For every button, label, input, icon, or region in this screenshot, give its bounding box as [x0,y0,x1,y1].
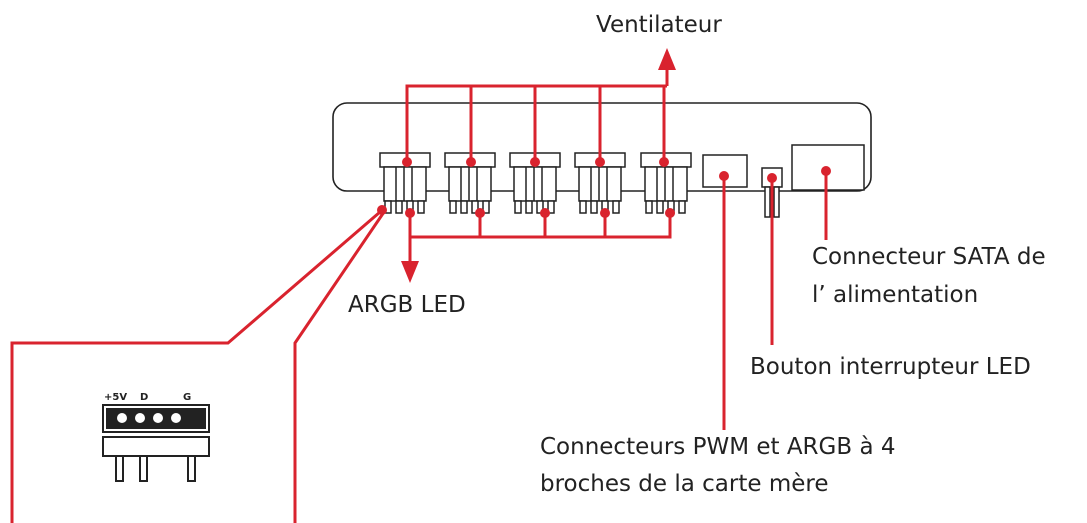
label-argb-led: ARGB LED [348,292,466,318]
argb-connector-4 [574,152,626,214]
argb-wiring [408,213,672,265]
pin-label-ground: G [183,392,191,403]
pinout-callout [10,210,386,523]
label-pwm-line2: broches de la carte mère [540,471,829,497]
label-sata-line2: l’ alimentation [812,282,979,308]
argb-connector-1 [379,152,431,214]
label-led-button: Bouton interrupteur LED [750,354,1031,380]
argb-arrow-icon [401,261,419,283]
label-sata-line1: Connecteur SATA de [812,244,1046,270]
label-fan: Ventilateur [596,12,722,38]
label-pwm-line1: Connecteurs PWM et ARGB à 4 [540,434,896,460]
pinout-connector-icon [102,404,210,482]
argb-connector-5 [640,152,692,214]
leader-lines [722,171,828,430]
pin-label-5v: +5V [104,392,127,403]
connection-dots [377,157,831,218]
fan-arrow-icon [658,48,676,70]
fan-wiring [405,68,669,162]
pin-label-data: D [140,392,148,403]
argb-connector-2 [444,152,496,214]
